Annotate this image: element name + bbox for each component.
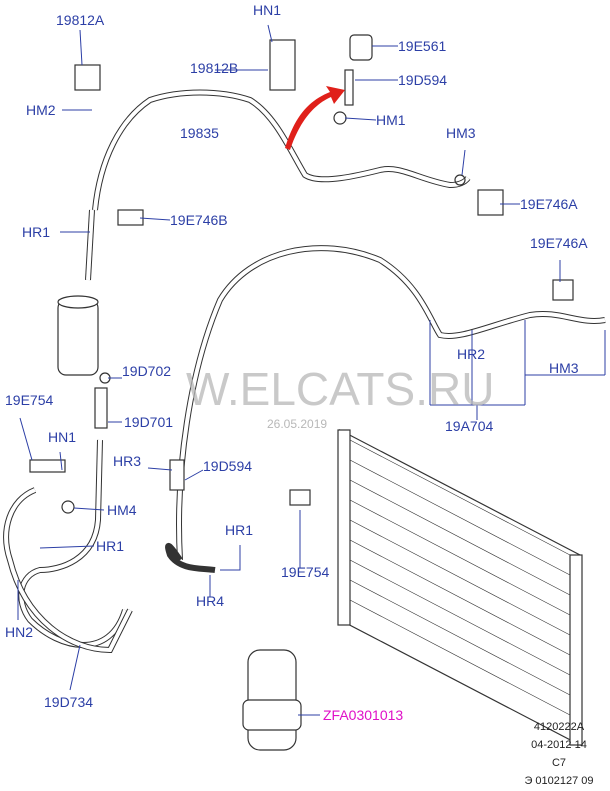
callout-hr1[interactable]: HR1 (22, 224, 51, 240)
callout-hr2[interactable]: HR2 (457, 346, 486, 362)
callout-hm1[interactable]: HM1 (376, 112, 406, 128)
callout-hm4[interactable]: HM4 (107, 502, 137, 518)
callout-19e754-2[interactable]: 19E754 (281, 564, 330, 580)
watermark-date: 26.05.2019 (267, 417, 328, 431)
callout-19835[interactable]: 19835 (180, 125, 219, 141)
callout-hr1-2[interactable]: HR1 (96, 538, 125, 554)
callout-19e561[interactable]: 19E561 (398, 38, 447, 54)
callout-19d594-2[interactable]: 19D594 (203, 458, 253, 474)
callout-19d594[interactable]: 19D594 (398, 72, 448, 88)
reference-block: 4120222A 04-2012 14 C7 Э 0102127 09 (514, 718, 604, 790)
callout-19812b[interactable]: 19812B (190, 60, 239, 76)
callout-hn1-2[interactable]: HN1 (48, 429, 77, 445)
arrow-icon (285, 86, 345, 150)
callout-hr3[interactable]: HR3 (113, 453, 142, 469)
callout-19d702[interactable]: 19D702 (122, 363, 172, 379)
callout-19d734[interactable]: 19D734 (44, 694, 94, 710)
reference-line-3: C7 (551, 757, 567, 769)
callout-hm2[interactable]: HM2 (26, 102, 56, 118)
callout-hn1[interactable]: HN1 (253, 2, 282, 18)
callout-hr4[interactable]: HR4 (196, 593, 225, 609)
reference-line-4: Э 0102127 09 (524, 775, 594, 787)
callout-19e746a[interactable]: 19E746A (520, 196, 578, 212)
callout-19e746a-2[interactable]: 19E746A (530, 235, 588, 251)
callout-19e746b[interactable]: 19E746B (170, 212, 228, 228)
reference-line-2: 04-2012 14 (531, 739, 587, 751)
callout-19812a[interactable]: 19812A (56, 12, 105, 28)
reference-line-1: 4120222A (533, 721, 585, 733)
callout-hn2[interactable]: HN2 (5, 624, 34, 640)
callout-19d701[interactable]: 19D701 (124, 414, 174, 430)
callout-hm3[interactable]: HM3 (446, 125, 476, 141)
callout-zfa0301013[interactable]: ZFA0301013 (323, 707, 404, 723)
callout-hm3-2[interactable]: HM3 (549, 360, 579, 376)
watermark: W.ELCATS.RU (186, 363, 495, 415)
callout-19a704[interactable]: 19A704 (445, 418, 494, 434)
callout-19e754[interactable]: 19E754 (5, 392, 54, 408)
callout-hr1-3[interactable]: HR1 (225, 522, 254, 538)
